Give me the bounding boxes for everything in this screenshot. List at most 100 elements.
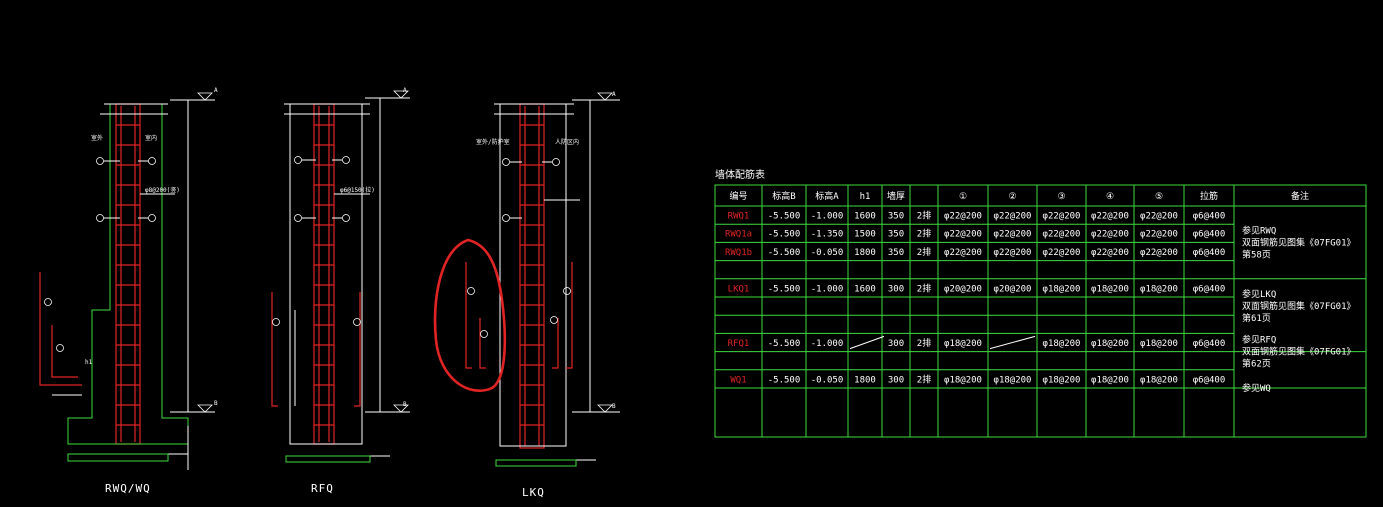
- table-cell: 300: [888, 284, 904, 294]
- table-row-id: WQ1: [730, 375, 746, 385]
- table-row-id: RWQ1b: [725, 248, 752, 258]
- table-cell: φ6@400: [1193, 212, 1226, 222]
- table-header-cell: 拉筋: [1200, 190, 1218, 202]
- table-cell: 2排: [917, 373, 931, 385]
- rebar-l-shape-1: [39, 272, 82, 386]
- note-indoor-3: 人防区内: [555, 138, 579, 146]
- foundation-rwq: [67, 453, 169, 462]
- table-cell: -1.000: [811, 212, 844, 222]
- marker-4-icon: [148, 214, 156, 222]
- marker-1-icon: [96, 157, 104, 165]
- table-cell: 2排: [917, 210, 931, 222]
- table-cell: 1500: [854, 230, 876, 240]
- table-cell: φ18@200: [1091, 284, 1129, 294]
- wall-outline-lkq: [519, 103, 545, 449]
- note-outdoor-1: 室外: [91, 134, 103, 142]
- table-cell: -5.500: [768, 339, 801, 349]
- table-cell: 2排: [917, 228, 931, 240]
- table-cell: -0.050: [811, 248, 844, 258]
- section-rfq: A B φ6@150(拉) RFQ: [271, 87, 410, 495]
- table-cell: -5.500: [768, 248, 801, 258]
- table-remark: 参见RFQ: [1242, 334, 1276, 346]
- table-cell: φ22@200: [1091, 230, 1129, 240]
- table-cell: φ22@200: [994, 212, 1032, 222]
- section-lkq: A B 室外/防护室 人防区内 LKQ: [433, 91, 620, 499]
- table-cell: -5.500: [768, 284, 801, 294]
- table-header-cell: 标高A: [815, 190, 839, 202]
- table-cell: 2排: [917, 337, 931, 349]
- table-header-cell: ①: [959, 192, 967, 202]
- table-cell: 2排: [917, 282, 931, 294]
- table-header-cell: ②: [1008, 192, 1016, 202]
- marker-1b-icon: [96, 214, 104, 222]
- table-remark: 双面钢筋见图集《07FG01》: [1242, 236, 1356, 248]
- section-label-rwq: RWQ/WQ: [105, 482, 151, 495]
- rebar-bracket-rfq-left: [271, 292, 278, 407]
- red-markup-circle: [433, 238, 507, 392]
- table-header-cell: h1: [860, 192, 871, 202]
- table-cell: φ22@200: [1091, 248, 1129, 258]
- table-cell: φ22@200: [1043, 212, 1081, 222]
- table-cell: φ20@200: [944, 284, 982, 294]
- table-cell: φ22@200: [1140, 248, 1178, 258]
- empty-cell-slash: [989, 335, 1036, 350]
- axis-letter-a-3: A: [612, 91, 616, 98]
- table-cell: φ22@200: [944, 230, 982, 240]
- table-cell: 300: [888, 339, 904, 349]
- table-cell: -1.000: [811, 339, 844, 349]
- wall-outline-rwq: [115, 103, 141, 445]
- table-cell: φ18@200: [1091, 375, 1129, 385]
- table-cell: 2排: [917, 246, 931, 258]
- table-cell: φ18@200: [1043, 284, 1081, 294]
- table-cell: φ22@200: [994, 248, 1032, 258]
- wall-concrete-outline-rwq: [67, 104, 189, 445]
- table-header-cell: ⑤: [1155, 192, 1163, 202]
- table-header-cell: 编号: [729, 190, 747, 202]
- table-cell: φ18@200: [1140, 284, 1178, 294]
- table-cell: φ6@400: [1193, 375, 1226, 385]
- table-remark: 参见WQ: [1242, 382, 1271, 394]
- table-cell: 300: [888, 375, 904, 385]
- table-remark: 参见LKQ: [1242, 288, 1276, 300]
- axis-letter-b-1: B: [214, 400, 218, 407]
- table-row-id: RFQ1: [728, 339, 750, 349]
- table-cell: -0.050: [811, 375, 844, 385]
- wall-concrete-outline-lkq: [499, 104, 567, 447]
- table-cell: φ20@200: [994, 284, 1032, 294]
- axis-letter-a-2: A: [403, 87, 407, 94]
- table-cell: -5.500: [768, 375, 801, 385]
- table-cell: 1600: [854, 212, 876, 222]
- table-cell: -1.350: [811, 230, 844, 240]
- table-remark: 第61页: [1242, 312, 1271, 324]
- table-remark: 双面钢筋见图集《07FG01》: [1242, 300, 1356, 312]
- table-cell: φ18@200: [1043, 339, 1081, 349]
- note-outdoor-3: 室外/防护室: [476, 138, 510, 146]
- table-header-cell: ③: [1057, 192, 1065, 202]
- table-cell: φ18@200: [1091, 339, 1129, 349]
- rebar-bracket-lkq-right: [566, 262, 573, 369]
- table-cell: φ18@200: [1140, 339, 1178, 349]
- axis-letter-b-3: B: [612, 403, 616, 410]
- axis-letter-b-2: B: [403, 401, 407, 408]
- table-header-cell: 备注: [1291, 190, 1309, 202]
- table-row-id: RWQ1: [728, 212, 750, 222]
- section-label-rfq: RFQ: [311, 482, 334, 495]
- table-cell: 350: [888, 248, 904, 258]
- table-cell: φ18@200: [944, 339, 982, 349]
- wall-concrete-outline-rfq: [289, 104, 363, 445]
- table-cell: 350: [888, 212, 904, 222]
- table-remark: 第62页: [1242, 358, 1271, 370]
- table-cell: φ6@400: [1193, 284, 1226, 294]
- table-cell: φ22@200: [944, 248, 982, 258]
- table-title: 墙体配筋表: [715, 168, 765, 181]
- table-border: [714, 184, 1367, 438]
- table-row-id: RWQ1a: [725, 230, 752, 240]
- section-rwq-wq: A B 室外 室内 φ8@200(竖) h1 RWQ/WQ: [39, 87, 218, 495]
- rebar-bracket-lkq-left: [465, 262, 472, 369]
- axis-letter-a-1: A: [214, 87, 218, 94]
- table-cell: φ22@200: [944, 212, 982, 222]
- rebar-ties-rfq: [314, 124, 334, 426]
- foundation-lkq: [495, 459, 577, 467]
- table-cell: φ22@200: [994, 230, 1032, 240]
